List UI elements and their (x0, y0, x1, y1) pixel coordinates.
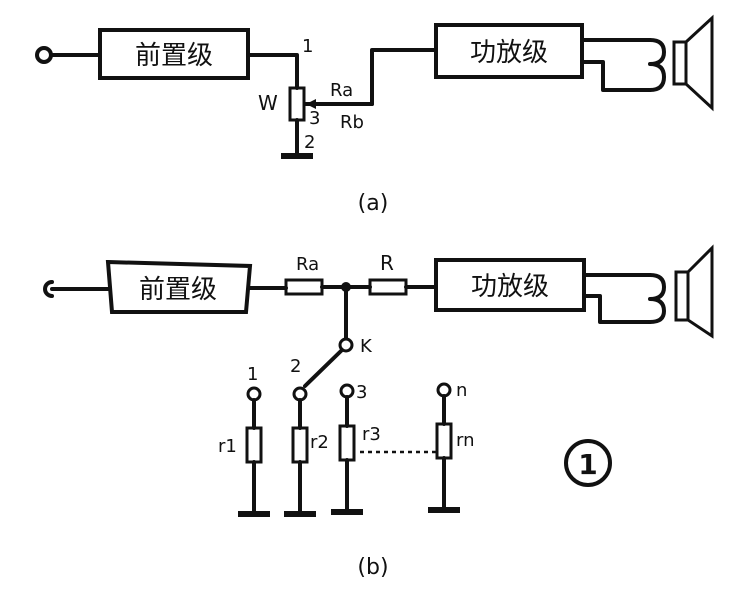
output-coil-a (648, 38, 666, 92)
r-label-b: R (380, 251, 394, 275)
input-terminal-b (43, 280, 54, 298)
output-coil-b (648, 273, 666, 324)
caption-b: (b) (357, 555, 388, 580)
input-terminal-a (35, 46, 53, 64)
switch-k-label: K (360, 336, 373, 357)
preamp-box-b (105, 259, 253, 314)
contact-n-label: n (456, 380, 467, 401)
diagram-b: 前置级 Ra R 功放级 K 1 r1 (43, 244, 714, 580)
node-3-label: 3 (309, 108, 320, 129)
switch-k-pivot (338, 337, 354, 353)
amp-out-wire-bottom-a (580, 60, 652, 92)
power-amp-label-b: 功放级 (471, 272, 549, 302)
power-amp-box-a (434, 23, 584, 79)
ra-label-b: Ra (296, 254, 319, 275)
resistor-r1 (245, 426, 263, 464)
contact-3-label: 3 (356, 382, 367, 403)
resistor-r2 (291, 426, 309, 464)
branch-2: 2 r2 (284, 356, 329, 517)
rb-label-a: Rb (340, 112, 364, 133)
figure-number-circle (564, 439, 612, 487)
contact-1-label: 1 (247, 364, 258, 385)
resistor-r3 (338, 424, 356, 462)
branch-3: 3 r3 (331, 382, 381, 515)
amp-out-wire-bottom-b (582, 294, 652, 324)
preamp-label-b: 前置级 (139, 275, 217, 305)
node-1-label: 1 (302, 36, 313, 57)
resistor-r (368, 278, 408, 296)
branch-1: 1 r1 (218, 364, 270, 517)
figure-number: 1 (578, 448, 597, 481)
power-amp-box-b (434, 258, 586, 312)
wiper-arrow (306, 99, 316, 109)
potentiometer-w (288, 86, 306, 122)
speaker-icon (674, 244, 714, 339)
resistor-r1-label: r1 (218, 436, 237, 457)
pot-label-w: W (258, 91, 278, 115)
caption-a: (a) (358, 191, 389, 216)
switch-k-arm (303, 348, 344, 388)
branch-n: n rn (428, 380, 475, 513)
resistor-rn (435, 422, 453, 460)
resistor-r2-label: r2 (310, 432, 329, 453)
resistor-r3-label: r3 (362, 424, 381, 445)
resistor-ra (284, 278, 324, 296)
resistor-rn-label: rn (456, 430, 475, 451)
preamp-label-a: 前置级 (135, 41, 213, 71)
wiper-to-amp-wire (370, 48, 438, 106)
preamp-to-pot-wire (246, 53, 299, 90)
node-2-label: 2 (304, 132, 315, 153)
power-amp-label-a: 功放级 (470, 38, 548, 68)
diagram-a: 前置级 1 W 3 2 Ra Rb 功放级 (a) (35, 14, 714, 216)
ra-label-a: Ra (330, 80, 353, 101)
contact-2-label: 2 (290, 356, 301, 377)
speaker-icon (672, 14, 714, 112)
